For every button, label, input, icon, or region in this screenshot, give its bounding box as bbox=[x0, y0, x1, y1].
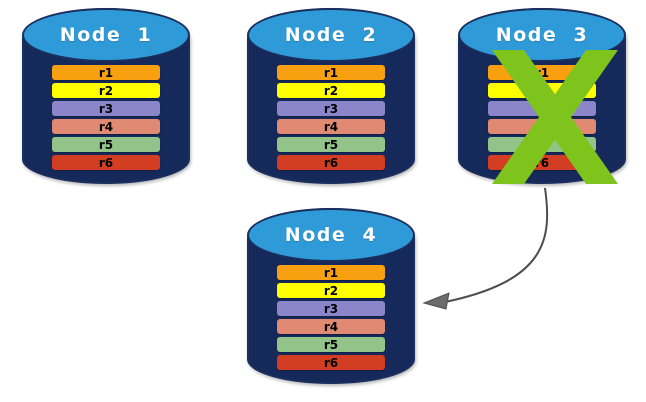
record-r4[interactable]: r4 bbox=[277, 119, 385, 134]
node-4-cylinder-top bbox=[247, 208, 415, 262]
record-r6[interactable]: r6 bbox=[277, 355, 385, 370]
record-r2[interactable]: r2 bbox=[277, 83, 385, 98]
node-4-record-list: r1 r2 r3 r4 r5 r6 bbox=[277, 265, 385, 370]
record-r6[interactable]: r6 bbox=[488, 155, 596, 170]
record-r1[interactable]: r1 bbox=[52, 65, 160, 80]
record-r3[interactable]: r3 bbox=[277, 101, 385, 116]
record-r6[interactable]: r6 bbox=[52, 155, 160, 170]
record-r2[interactable]: r2 bbox=[277, 283, 385, 298]
node-2-record-list: r1 r2 r3 r4 r5 r6 bbox=[277, 65, 385, 170]
record-r3[interactable]: r3 bbox=[52, 101, 160, 116]
node-3-record-list: r1 r2 r3 r4 r5 r6 bbox=[488, 65, 596, 170]
node-1-record-list: r1 r2 r3 r4 r5 r6 bbox=[52, 65, 160, 170]
record-r5[interactable]: r5 bbox=[52, 137, 160, 152]
record-r5[interactable]: r5 bbox=[488, 137, 596, 152]
node-2[interactable]: Node 2 r1 r2 r3 r4 r5 r6 bbox=[247, 8, 415, 184]
record-r1[interactable]: r1 bbox=[488, 65, 596, 80]
record-r4[interactable]: r4 bbox=[277, 319, 385, 334]
record-r4[interactable]: r4 bbox=[488, 119, 596, 134]
node-2-cylinder-top bbox=[247, 8, 415, 62]
record-r5[interactable]: r5 bbox=[277, 337, 385, 352]
record-r2[interactable]: r2 bbox=[488, 83, 596, 98]
node-3-cylinder-top bbox=[458, 8, 626, 62]
node-3[interactable]: Node 3 r1 r2 r3 r4 r5 r6 bbox=[458, 8, 626, 184]
node-4[interactable]: Node 4 r1 r2 r3 r4 r5 r6 bbox=[247, 208, 415, 384]
record-r1[interactable]: r1 bbox=[277, 65, 385, 80]
replication-arrow-path bbox=[439, 187, 549, 304]
node-1[interactable]: Node 1 r1 r2 r3 r4 r5 r6 bbox=[22, 8, 190, 184]
replication-arrow-head bbox=[422, 292, 450, 310]
record-r2[interactable]: r2 bbox=[52, 83, 160, 98]
record-r1[interactable]: r1 bbox=[277, 265, 385, 280]
record-r4[interactable]: r4 bbox=[52, 119, 160, 134]
record-r3[interactable]: r3 bbox=[488, 101, 596, 116]
record-r6[interactable]: r6 bbox=[277, 155, 385, 170]
node-1-cylinder-top bbox=[22, 8, 190, 62]
record-r5[interactable]: r5 bbox=[277, 137, 385, 152]
record-r3[interactable]: r3 bbox=[277, 301, 385, 316]
